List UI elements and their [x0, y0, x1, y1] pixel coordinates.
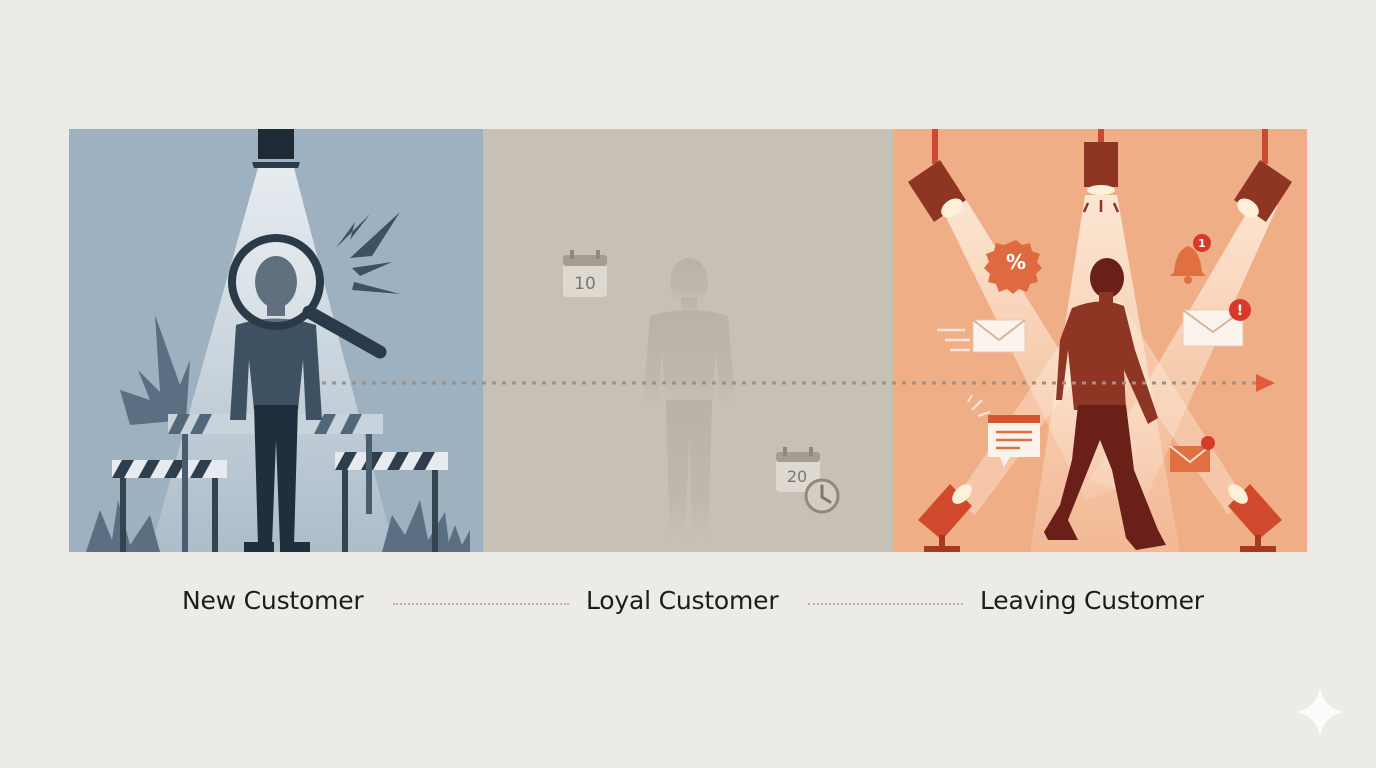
calendar-icon: [563, 250, 607, 297]
bell-badge-count: 1: [1198, 237, 1206, 250]
spotlight-icon: [1228, 484, 1282, 552]
sparkle-icon: [1296, 688, 1344, 736]
envelope-alert-mark: !: [1237, 303, 1243, 319]
clock-icon: [804, 478, 840, 514]
loyal-customer-figure: [642, 258, 736, 548]
chat-message-icon: [967, 394, 1040, 467]
calendar-day-text: 20: [787, 467, 807, 486]
envelope-icon: [1169, 436, 1215, 472]
bell-icon: [1170, 234, 1211, 284]
percent-symbol: %: [1006, 250, 1026, 274]
envelope-alert-icon: [1182, 299, 1251, 347]
panel-leaving-customer: [893, 129, 1307, 552]
spotlight-icon: [1234, 129, 1292, 222]
leaving-customer-figure: [1044, 258, 1166, 550]
calendar-day-text: 10: [574, 274, 596, 294]
caption-connector: [393, 603, 569, 605]
panel-loyal-customer: [483, 129, 893, 552]
ceiling-lamp-icon: [258, 129, 294, 159]
new-customer-figure: [230, 256, 322, 552]
barrier-icon: [112, 414, 448, 552]
discount-badge-icon: [984, 240, 1042, 294]
spotlight-icon: [908, 129, 966, 222]
flow-arrowhead: [1256, 374, 1275, 392]
caption-new-customer: New Customer: [182, 586, 364, 615]
alert-burst-icon: [336, 212, 400, 294]
calendar-icon: [776, 447, 820, 492]
spotlight-icon: [918, 484, 972, 552]
spotlight-icon: [1082, 129, 1120, 213]
panel-new-customer: [69, 129, 483, 552]
envelope-icon: [937, 319, 1026, 353]
caption-connector: [808, 603, 963, 605]
caption-loyal-customer: Loyal Customer: [586, 586, 779, 615]
magnifying-glass-icon: [228, 234, 387, 359]
caption-leaving-customer: Leaving Customer: [980, 586, 1204, 615]
